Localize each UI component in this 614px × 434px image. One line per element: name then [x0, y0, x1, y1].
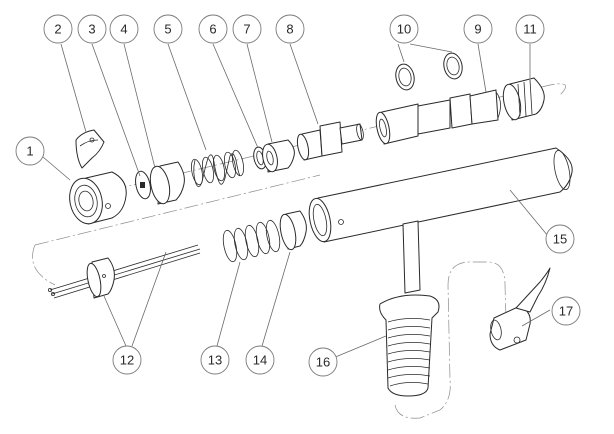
axis-lower-left [32, 244, 56, 286]
part-3-plate [135, 170, 151, 200]
callout-15: 15 [545, 224, 575, 254]
callout-16: 16 [308, 347, 338, 377]
callout-3: 3 [77, 14, 107, 44]
callout-circle [77, 14, 107, 44]
callout-number: 3 [88, 22, 95, 37]
part-1-front-nut [69, 171, 127, 225]
callout-number: 17 [559, 304, 573, 319]
part-7-bushing [262, 139, 295, 173]
part-8-piston [296, 121, 364, 161]
callout-circle [545, 224, 575, 254]
callout-circle [43, 14, 73, 44]
callout-circle [463, 14, 493, 44]
callout-number: 16 [316, 355, 330, 370]
part-14-sleeve [279, 210, 307, 251]
axis-upper [69, 83, 566, 201]
callout-11: 11 [515, 14, 545, 44]
callout-number: 2 [54, 22, 61, 37]
callout-circle [389, 14, 419, 44]
callout-number: 8 [286, 22, 293, 37]
callout-number: 6 [209, 22, 216, 37]
callout-9: 9 [463, 14, 493, 44]
callout-6: 6 [198, 14, 228, 44]
part-15-housing [308, 147, 573, 294]
callout-circle [153, 14, 183, 44]
callout-circle [232, 14, 262, 44]
callout-number: 10 [397, 22, 411, 37]
callout-circle [245, 345, 275, 375]
axis-grip [394, 261, 507, 419]
callout-17: 17 [551, 296, 581, 326]
callout-2: 2 [43, 14, 73, 44]
part-17-trigger [489, 267, 551, 351]
callout-circle [200, 345, 230, 375]
callout-circle [198, 14, 228, 44]
part-5-spring [191, 149, 244, 187]
callout-circle [109, 14, 139, 44]
callout-4: 4 [109, 14, 139, 44]
callout-number: 4 [120, 22, 127, 37]
part-2-clip [75, 129, 105, 169]
callout-circle [15, 136, 45, 166]
callout-number: 1 [26, 144, 33, 159]
callout-number: 14 [253, 353, 267, 368]
callout-number: 11 [523, 22, 537, 37]
callout-circle [515, 14, 545, 44]
callout-7: 7 [232, 14, 262, 44]
part-9-valve-body [375, 89, 501, 145]
callout-circle [308, 347, 338, 377]
callout-13: 13 [200, 345, 230, 375]
axis-lower [34, 174, 321, 246]
callout-number: 12 [120, 353, 134, 368]
part-10-o-rings [395, 52, 463, 91]
part-13-spring [222, 219, 281, 263]
part-11-end-cap [502, 77, 545, 121]
callout-10: 10 [389, 14, 419, 44]
callout-number: 7 [243, 22, 250, 37]
callout-12: 12 [112, 345, 142, 375]
callout-circle [112, 345, 142, 375]
callout-number: 15 [553, 232, 567, 247]
callout-1: 1 [15, 136, 45, 166]
callout-circle [551, 296, 581, 326]
assembly-axes [32, 83, 566, 419]
callout-8: 8 [275, 14, 305, 44]
callout-circle [275, 14, 305, 44]
part-4-disc [149, 161, 185, 205]
part-12-needles [48, 244, 201, 299]
callout-number: 9 [474, 22, 481, 37]
callout-5: 5 [153, 14, 183, 44]
callout-14: 14 [245, 345, 275, 375]
callout-number: 5 [164, 22, 171, 37]
part-16-handle-grip [379, 294, 440, 397]
callout-number: 13 [208, 353, 222, 368]
leader-lines [42, 43, 551, 359]
